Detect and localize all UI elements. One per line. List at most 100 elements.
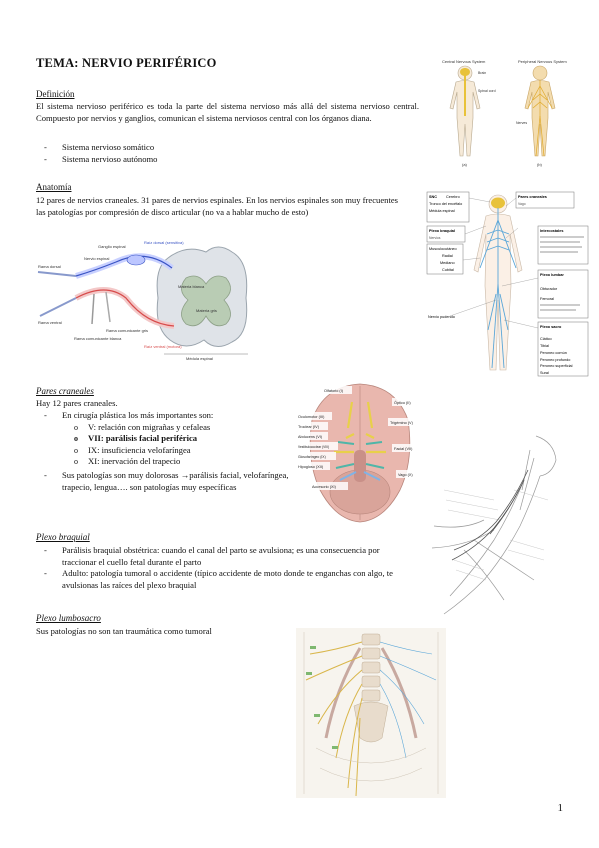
- list-item: VII: parálisis facial periférica: [62, 433, 291, 445]
- gray-matter: [181, 275, 231, 327]
- figure-label: Mediano: [440, 261, 455, 265]
- list-definicion: Sistema nervioso somático Sistema nervio…: [36, 142, 416, 165]
- figure-label: Peroneo superficial: [540, 364, 573, 368]
- list-item: Sus patologías son muy dolorosas →paráli…: [36, 470, 291, 493]
- anatomy-sketch: [431, 435, 557, 615]
- figure-label: Nervios: [429, 236, 441, 240]
- figure-label: Vago (X): [398, 473, 413, 477]
- paragraph-definicion: El sistema nervioso periférico es toda l…: [36, 101, 419, 123]
- label-box: [537, 225, 589, 265]
- figure-label: Spinal cord: [478, 89, 496, 93]
- figure-label: Rama dorsal: [38, 264, 61, 269]
- figure-label: Glosofaríngeo (IX): [298, 455, 326, 459]
- figure-label: Materia blanca: [178, 284, 205, 289]
- figure-label: Nerves: [516, 121, 527, 125]
- pares-intro: Hay 12 pares craneales.: [36, 398, 118, 408]
- brain-shape: [491, 197, 505, 209]
- dorsal-ramus: [37, 271, 77, 277]
- brain-shape: [460, 68, 470, 76]
- figure-label: Rama ventral: [38, 320, 62, 325]
- figure-label: Accesorio (XI): [312, 485, 337, 489]
- figure-label: Peroneo común: [540, 351, 567, 355]
- figure-caption: (a): [462, 162, 468, 167]
- figure-label: Radial: [442, 254, 453, 258]
- figure-label: Hipogloso (XII): [298, 465, 324, 469]
- figure-label: Musculocutáneo: [429, 247, 457, 251]
- ventral-ramus: [39, 297, 77, 317]
- figure-label: Plexo braquial: [429, 229, 455, 233]
- page-number: 1: [557, 802, 564, 814]
- figure-label: Brain: [478, 71, 486, 75]
- nervous-system-figure: Central Nervous System Peripheral Nervou…: [442, 59, 567, 167]
- figure-label: Vago: [518, 202, 526, 206]
- list-item: Parálisis braquial obstétrica: cuando el…: [36, 545, 411, 568]
- list-plexo-braquial: Parálisis braquial obstétrica: cuando el…: [36, 545, 411, 591]
- figure-label: Rama comunicante gris: [106, 328, 148, 333]
- figure-label: Pares craneales: [518, 195, 547, 199]
- heading-pares-craneales: Pares craneales: [36, 386, 94, 396]
- list-item: XI: inervación del trapecio: [62, 456, 291, 468]
- figure-label: Troclear (IV): [298, 425, 320, 429]
- figure-label: Tronco del encéfalo: [429, 202, 462, 206]
- figure-label: Vestibulococlear (VIII): [298, 445, 329, 449]
- spinal-cord-figure: Raíz dorsal (sensitiva) Ganglio espinal …: [37, 240, 248, 361]
- figure-label: SNC: [429, 195, 437, 199]
- list-item: IX: insuficiencia velofaríngea: [62, 445, 291, 457]
- figure-label: Rama comunicante blanca: [74, 336, 122, 341]
- list-item: Sistema nervioso autónomo: [36, 154, 416, 166]
- spinal-ganglion: [126, 254, 146, 266]
- lumbosacral-plexus-figure: [296, 628, 446, 798]
- leader-lines: [449, 197, 539, 329]
- figure-label: Intercostales: [540, 229, 563, 233]
- heading-anatomia: Anatomía: [36, 182, 72, 192]
- list-item: V: relación con migrañas y cefaleas: [62, 422, 291, 434]
- figure-label: Raíz ventral (motora): [144, 344, 182, 349]
- list-item: Adulto: patología tumoral o accidente (t…: [36, 568, 411, 591]
- figure-label: Ciático: [540, 337, 552, 341]
- figure-label: Abducens (VI): [298, 435, 323, 439]
- psoas-muscle: [324, 647, 418, 739]
- figure-label: Nervio pudendo: [428, 315, 455, 319]
- communicating-ramus: [91, 293, 95, 325]
- figure-label: Tibial: [540, 344, 549, 348]
- figure-label: Plexo sacro: [540, 325, 562, 329]
- figure-label: Femoral: [540, 297, 554, 301]
- figure-label: Cerebro: [446, 195, 460, 199]
- brainstem: [354, 450, 366, 482]
- figure-label: Oculomotor (III): [298, 415, 325, 419]
- label-box: [515, 191, 575, 209]
- figure-label: Nervio espinal: [84, 256, 109, 261]
- brachial-plexus-figure: [431, 435, 557, 615]
- arrow-icon: →: [180, 469, 190, 480]
- sub-list-pares: V: relación con migrañas y cefaleas VII:…: [62, 422, 291, 468]
- label-box: [426, 191, 470, 223]
- lumbar-nerves: [305, 641, 363, 797]
- figure-label: Olfatorio (I): [324, 389, 344, 393]
- peripheral-nerves: [527, 80, 553, 157]
- figure-label: Peroneo profundo: [540, 358, 570, 362]
- figure-label: Peripheral Nervous System: [518, 59, 567, 64]
- figure-label: Médula espinal: [186, 356, 213, 361]
- figure-label: Raíz dorsal (sensitiva): [144, 240, 184, 245]
- label-box: [537, 321, 589, 377]
- heading-plexo-braquial: Plexo braquial: [36, 532, 90, 542]
- figure-label: Ganglio espinal: [98, 244, 126, 249]
- plexus-nerves: [451, 469, 529, 561]
- list-item: Sistema nervioso somático: [36, 142, 416, 154]
- figure-label: Óptico (II): [394, 400, 411, 405]
- figure-label: Cubital: [442, 268, 454, 272]
- figure-label: Sural: [540, 371, 549, 375]
- figure-label: Plexo lumbar: [540, 273, 564, 277]
- list-pares: En cirugía plástica los más importantes …: [36, 410, 291, 493]
- nerve-lines: [479, 208, 517, 369]
- document-title: TEMA: NERVIO PERIFÉRICO: [36, 56, 217, 70]
- paragraph-plexo-lumbosacro: Sus patologías no son tan traumática com…: [36, 626, 212, 636]
- heading-plexo-lumbosacro: Plexo lumbosacro: [36, 613, 101, 623]
- figure-label: Central Nervous System: [442, 59, 486, 64]
- cranial-nerves: [334, 401, 386, 454]
- body-nerves-figure: SNC Cerebro Tronco del encéfalo Médula e…: [426, 191, 589, 377]
- figure-label: Obturador: [540, 287, 558, 291]
- paragraph-anatomia: 12 pares de nervios craneales. 31 pares …: [36, 195, 398, 217]
- brain-base-figure: Olfatorio (I) Óptico (II) Oculomotor (II…: [296, 383, 422, 523]
